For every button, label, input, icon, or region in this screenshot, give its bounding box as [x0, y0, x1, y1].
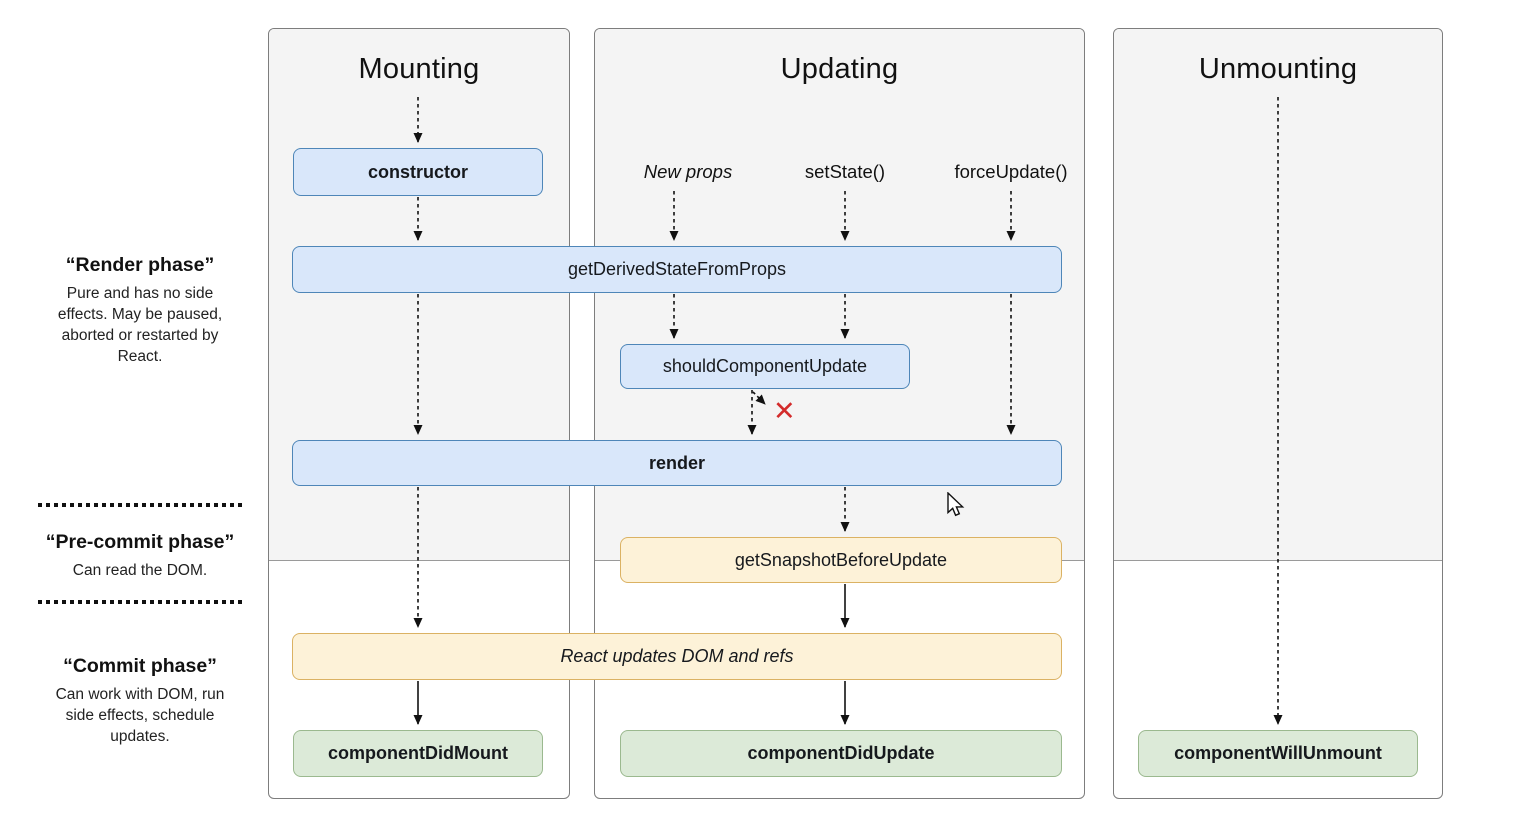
phase-separator-bottom: [38, 600, 243, 604]
phase-separator-top: [38, 503, 243, 507]
component-did-mount-box[interactable]: componentDidMount: [293, 730, 543, 777]
commit-phase-label: “Commit phase” Can work with DOM, run si…: [28, 655, 252, 747]
pre-commit-phase-label: “Pre-commit phase” Can read the DOM.: [28, 531, 252, 581]
unmounting-column: Unmounting: [1113, 28, 1443, 799]
should-component-update-box[interactable]: shouldComponentUpdate: [620, 344, 910, 389]
react-updates-dom-box: React updates DOM and refs: [292, 633, 1062, 680]
constructor-box[interactable]: constructor: [293, 148, 543, 196]
mounting-column: Mounting: [268, 28, 570, 799]
updating-column: Updating: [594, 28, 1085, 799]
trigger-set-state: setState(): [804, 161, 886, 182]
updating-column-title: Updating: [780, 53, 899, 85]
component-will-unmount-box[interactable]: componentWillUnmount: [1138, 730, 1418, 777]
render-phase-description: Pure and has no side effects. May be pau…: [57, 285, 223, 365]
unmounting-render-phase-zone: [1114, 29, 1442, 561]
mounting-column-title: Mounting: [358, 53, 480, 85]
trigger-force-update: forceUpdate(): [954, 161, 1068, 182]
render-box[interactable]: render: [292, 440, 1062, 486]
unmounting-column-title: Unmounting: [1198, 53, 1358, 85]
commit-phase-title: “Commit phase”: [63, 655, 217, 677]
get-snapshot-before-update-box[interactable]: getSnapshotBeforeUpdate: [620, 537, 1062, 583]
component-did-update-box[interactable]: componentDidUpdate: [620, 730, 1062, 777]
render-phase-label: “Render phase” Pure and has no side effe…: [28, 254, 252, 367]
trigger-new-props: New props: [643, 161, 733, 182]
commit-phase-description: Can work with DOM, run side effects, sch…: [55, 686, 225, 745]
get-derived-state-from-props-box[interactable]: getDerivedStateFromProps: [292, 246, 1062, 293]
abort-render-icon: ✕: [773, 396, 796, 426]
pre-commit-phase-description: Can read the DOM.: [72, 562, 208, 579]
render-phase-title: “Render phase”: [65, 254, 215, 276]
pre-commit-phase-title: “Pre-commit phase”: [45, 531, 235, 553]
